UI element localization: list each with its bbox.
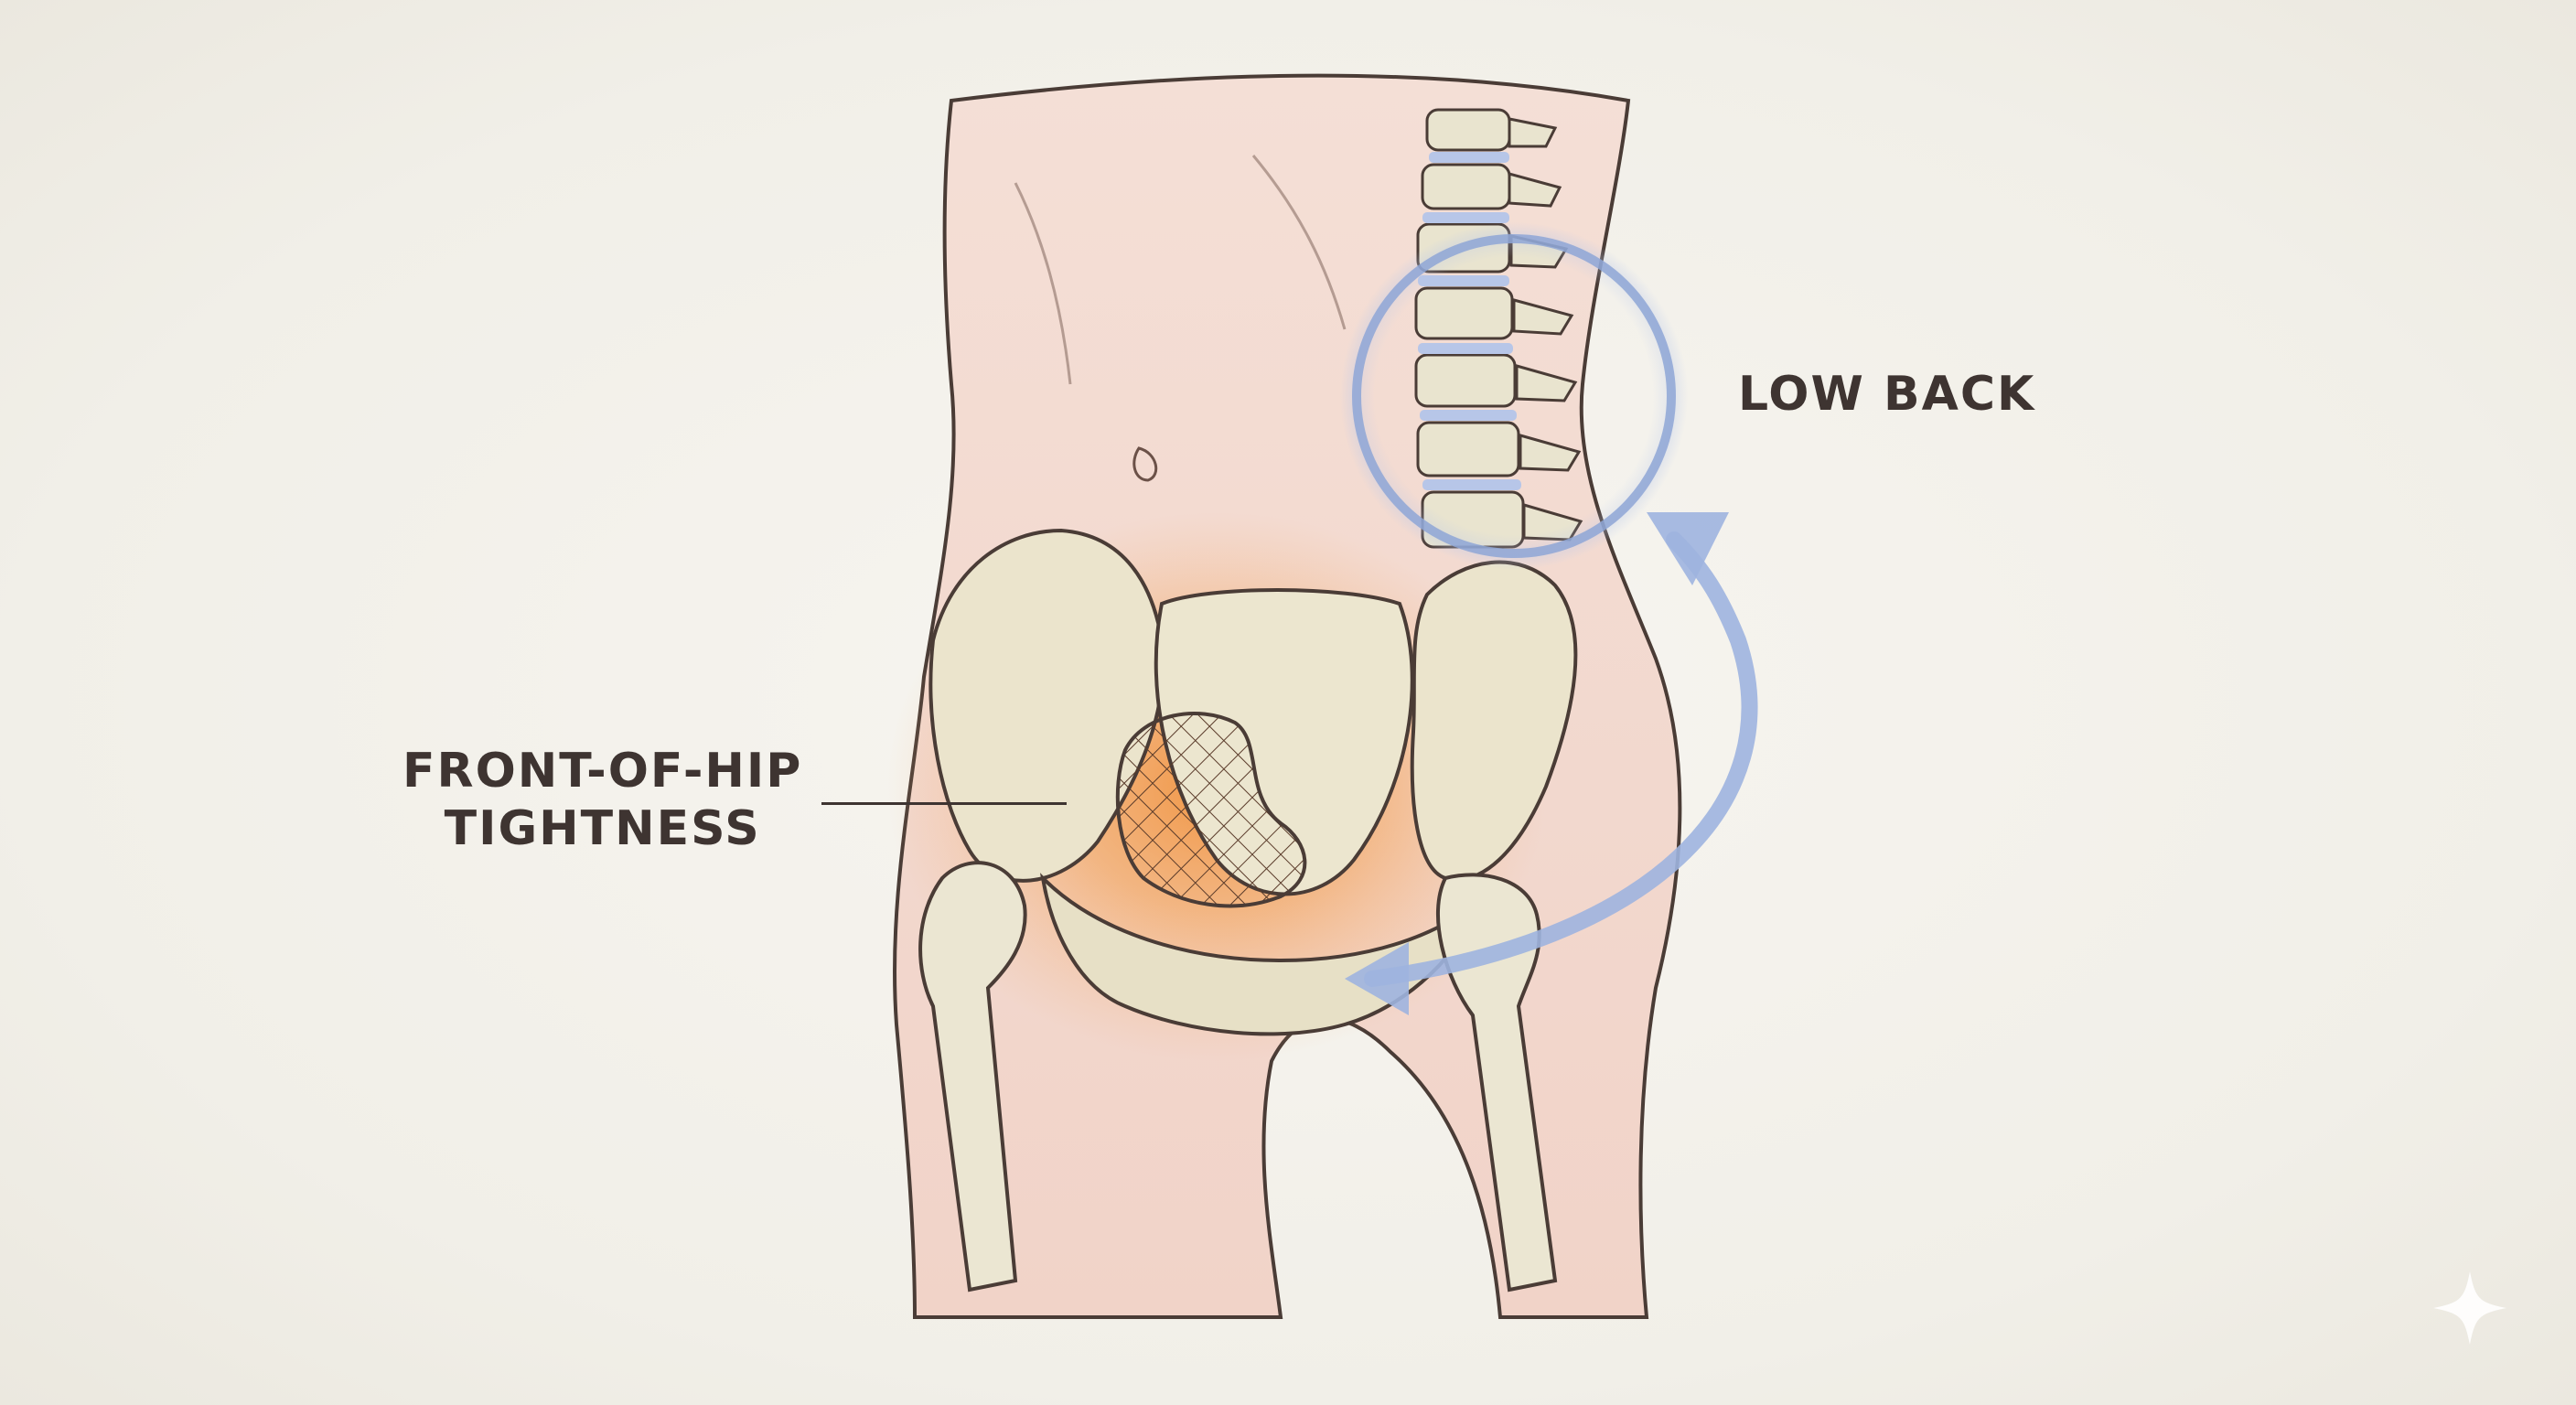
hip-label-line-2: TIGHTNESS: [444, 801, 761, 857]
tightness-hatch: [1115, 712, 1307, 908]
low-back-highlight-ring: [1352, 234, 1676, 558]
abdomen-line: [1014, 182, 1072, 385]
arrowhead-down: [1345, 942, 1409, 1015]
hip-label-leader-line: [821, 802, 1067, 805]
connection-arrow: [1364, 531, 1758, 987]
low-back-label: LOW BACK: [1738, 367, 2036, 422]
abdomen-line: [1251, 155, 1347, 330]
navel: [1132, 446, 1158, 482]
arrowhead-up: [1647, 512, 1729, 585]
pelvis: [928, 528, 1578, 1036]
front-of-hip-label: FRONT-OF-HIP TIGHTNESS: [402, 743, 802, 859]
femurs: [918, 861, 1558, 1292]
hip-label-line-1: FRONT-OF-HIP: [402, 744, 803, 799]
low-back-ring-glow: [1340, 222, 1688, 570]
sparkle-icon: [2433, 1271, 2506, 1345]
